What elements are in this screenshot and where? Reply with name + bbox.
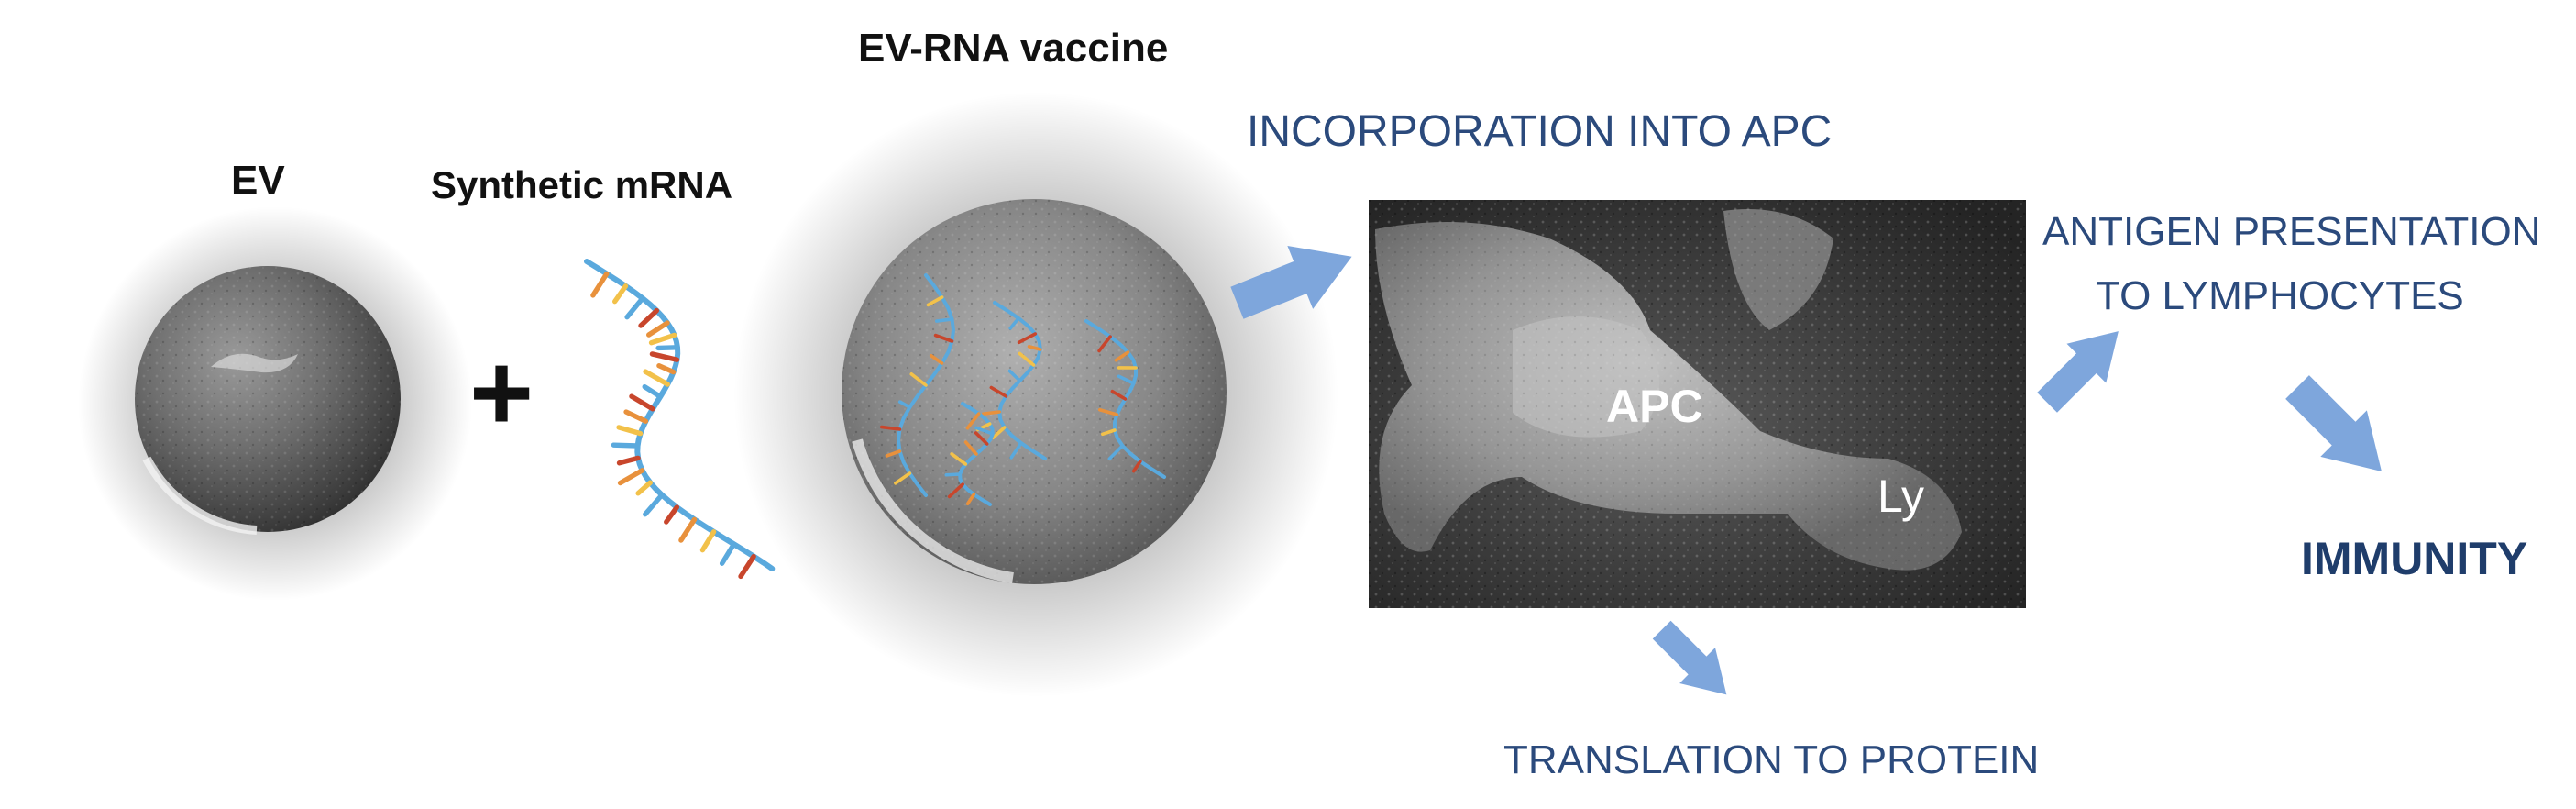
rna-base bbox=[1007, 369, 1022, 382]
arrow-shape bbox=[2037, 331, 2119, 413]
rna-base bbox=[897, 400, 912, 409]
rna-base bbox=[947, 482, 965, 499]
rna-backbone bbox=[584, 259, 776, 571]
rna-base bbox=[624, 295, 645, 320]
encapsulated-mrna-strands bbox=[879, 273, 1166, 506]
rna-base bbox=[974, 426, 995, 436]
arrow-to-immunity bbox=[2285, 375, 2382, 471]
ev-label: EV bbox=[231, 158, 285, 203]
rna-base bbox=[981, 410, 1002, 416]
rna-base bbox=[612, 283, 629, 305]
rna-base bbox=[1097, 407, 1119, 416]
arrow-shape bbox=[1652, 620, 1727, 695]
rna-base bbox=[1018, 351, 1036, 367]
rna-base bbox=[617, 468, 645, 486]
rna-base bbox=[1107, 444, 1125, 460]
rna-base bbox=[879, 425, 902, 431]
to-lymphocytes-label: TO LYMPHOCYTES bbox=[2096, 273, 2464, 318]
rna-base bbox=[629, 393, 655, 412]
rna-base bbox=[699, 529, 717, 553]
rna-base bbox=[649, 351, 680, 362]
arrow-to-translation bbox=[1652, 620, 1727, 695]
rna-base bbox=[590, 271, 610, 298]
rna-base bbox=[944, 472, 963, 477]
rna-base bbox=[635, 480, 654, 496]
translation-label: TRANSLATION TO PROTEIN bbox=[1503, 737, 2040, 782]
ev-rna-vaccine-label: EV-RNA vaccine bbox=[858, 26, 1169, 71]
rna-base bbox=[1101, 428, 1117, 437]
arrow-shape bbox=[1230, 246, 1352, 319]
rna-base bbox=[885, 449, 902, 458]
rna-base bbox=[643, 369, 670, 387]
rna-base bbox=[1117, 374, 1136, 385]
rna-base bbox=[678, 516, 698, 543]
immunity-label: IMMUNITY bbox=[2301, 533, 2528, 584]
rna-base bbox=[934, 317, 954, 323]
rna-base bbox=[1097, 335, 1112, 353]
ev-rna-vaccine-vesicle bbox=[733, 92, 1338, 697]
rna-base bbox=[974, 431, 989, 446]
rna-base bbox=[965, 412, 981, 430]
rna-base bbox=[648, 332, 677, 346]
arrow-shape bbox=[2285, 375, 2382, 471]
ev-vesicle bbox=[78, 206, 472, 601]
rna-base bbox=[909, 372, 928, 387]
arrow-to-lymphocytes bbox=[2037, 331, 2119, 413]
synthetic-mrna-strand bbox=[584, 259, 776, 580]
rna-base bbox=[616, 455, 641, 466]
rna-base bbox=[664, 504, 680, 525]
ly-cell-label: Ly bbox=[1877, 471, 1924, 522]
rna-base bbox=[643, 492, 665, 517]
rna-base bbox=[1008, 316, 1020, 330]
rna-base bbox=[719, 541, 737, 566]
rna-base bbox=[989, 385, 1008, 398]
rna-base bbox=[738, 553, 756, 580]
flow-arrows bbox=[1230, 246, 2382, 695]
rna-base bbox=[656, 363, 677, 375]
rna-base bbox=[1009, 441, 1023, 460]
rna-base bbox=[963, 440, 978, 456]
rna-base bbox=[1131, 460, 1142, 473]
arrow-to-apc bbox=[1230, 246, 1352, 319]
rna-base bbox=[642, 383, 664, 400]
antigen-presentation-label: ANTIGEN PRESENTATION bbox=[2042, 209, 2541, 254]
rna-base bbox=[1114, 350, 1130, 362]
incorporation-label: INCORPORATION INTO APC bbox=[1247, 107, 1833, 156]
rna-base bbox=[1027, 344, 1042, 351]
rna-base bbox=[965, 493, 976, 506]
rna-base bbox=[929, 353, 944, 365]
rna-base bbox=[1110, 389, 1128, 401]
rna-base bbox=[894, 471, 912, 485]
rna-base bbox=[926, 295, 944, 307]
rna-base bbox=[991, 426, 1007, 440]
rna-base bbox=[950, 452, 968, 466]
rna-base bbox=[933, 333, 954, 343]
rna-base bbox=[611, 442, 641, 449]
apc-cell-label: APC bbox=[1606, 381, 1703, 432]
rna-base bbox=[655, 345, 680, 351]
apc-micrograph bbox=[1369, 200, 2026, 608]
synthetic-mrna-label: Synthetic mRNA bbox=[431, 163, 733, 206]
rna-base bbox=[616, 425, 644, 437]
plus-sign: + bbox=[469, 331, 534, 454]
rna-base bbox=[646, 320, 670, 338]
rna-base bbox=[1017, 332, 1038, 345]
rna-base bbox=[638, 307, 660, 328]
rna-base bbox=[623, 409, 649, 424]
